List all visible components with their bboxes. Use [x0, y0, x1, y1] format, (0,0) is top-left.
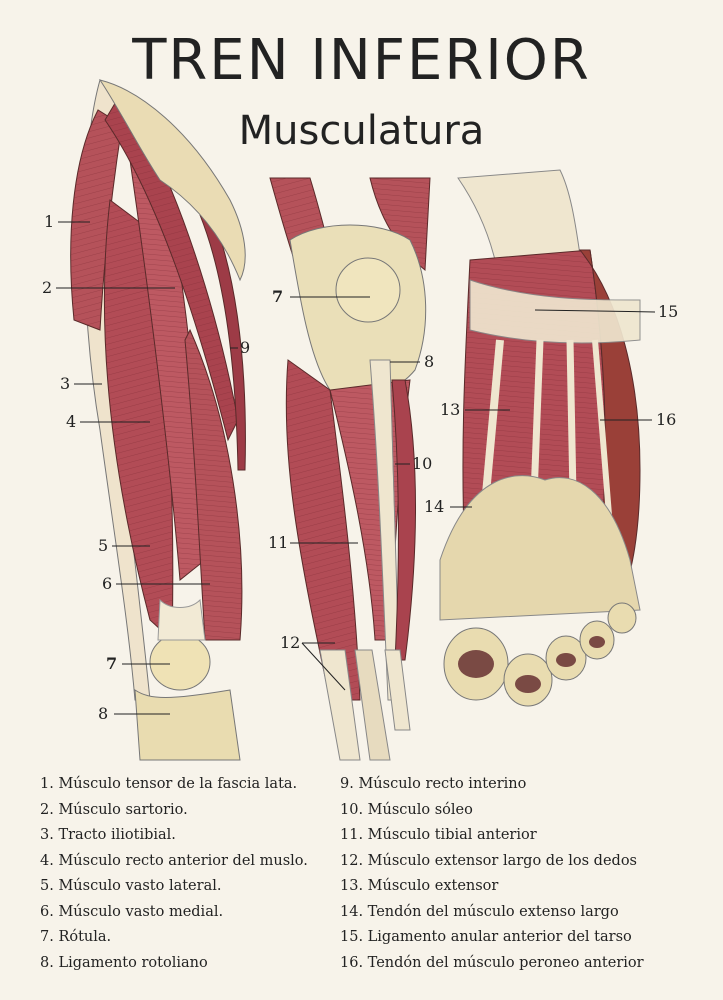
legend-item-11: 11. Músculo tibial anterior — [340, 827, 537, 843]
callout-1: 1 — [44, 212, 55, 231]
callout-8-leg: 8 — [424, 352, 435, 371]
legend-item-4: 4. Músculo recto anterior del muslo. — [40, 852, 308, 869]
legend-item-5: 5. Músculo vasto lateral. — [40, 878, 222, 894]
page-subtitle: Musculatura — [238, 108, 485, 154]
callout-5: 5 — [98, 536, 109, 555]
legend-item-8: 8. Ligamento rotoliano — [40, 954, 208, 971]
legend-item-15: 15. Ligamento anular anterior del tarso — [340, 929, 632, 945]
page-title: TREN INFERIOR — [132, 28, 591, 93]
legend-item-6: 6. Músculo vasto medial. — [40, 903, 224, 920]
callout-7-thigh: 7 — [106, 654, 118, 673]
legend-item-7: 7. Rótula. — [40, 929, 112, 945]
leader-lines — [56, 221, 656, 715]
callout-16: 16 — [656, 410, 677, 429]
callout-3: 3 — [60, 374, 71, 393]
legend-item-2: 2. Músculo sartorio. — [40, 801, 188, 818]
callout-4: 4 — [66, 412, 77, 431]
legend-item-12: 12. Músculo extensor largo de los dedos — [340, 852, 637, 869]
leg-drawing — [269, 177, 431, 761]
callout-6: 6 — [102, 574, 113, 593]
legend-item-10: 10. Músculo sóleo — [340, 801, 473, 818]
callout-7-leg: 7 — [272, 287, 284, 306]
legend-item-1: 1. Músculo tensor de la fascia lata. — [40, 776, 298, 792]
callout-13: 13 — [440, 400, 461, 419]
legend-item-16: 16. Tendón del músculo peroneo anterior — [340, 954, 644, 971]
legend-right: 9. Músculo recto interino 10. Músculo só… — [340, 772, 644, 976]
legend-item-9: 9. Músculo recto interino — [340, 776, 527, 792]
legend-item-3: 3. Tracto iliotibial. — [40, 827, 176, 843]
legend-item-13: 13. Músculo extensor — [340, 878, 499, 894]
callout-10: 10 — [412, 454, 433, 473]
callout-8-thigh: 8 — [98, 704, 109, 723]
callout-2: 2 — [42, 278, 53, 297]
callout-11: 11 — [268, 533, 289, 552]
callout-12: 12 — [280, 633, 301, 652]
foot-drawing — [439, 169, 641, 707]
callout-9: 9 — [240, 338, 251, 357]
callout-14: 14 — [424, 497, 445, 516]
legend-item-14: 14. Tendón del músculo extenso largo — [340, 903, 619, 920]
callout-15: 15 — [658, 302, 679, 321]
thigh-drawing — [70, 79, 246, 761]
legend-left: 1. Músculo tensor de la fascia lata. 2. … — [40, 772, 308, 976]
